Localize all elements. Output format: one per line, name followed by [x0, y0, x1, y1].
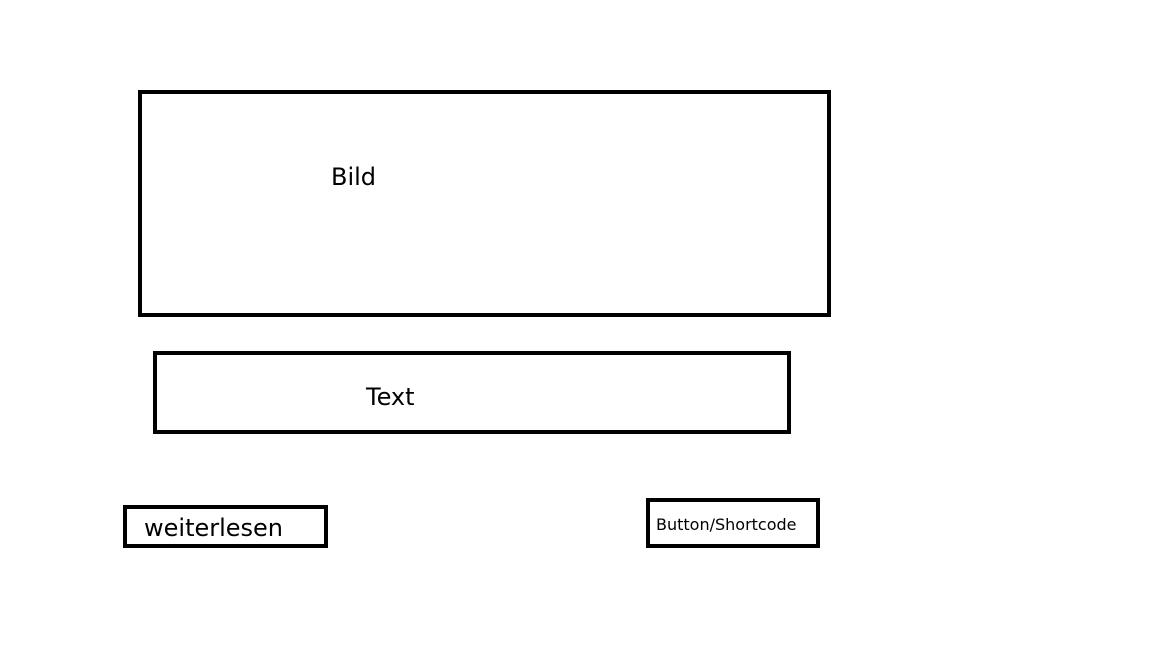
image-placeholder-box: Bild	[138, 90, 831, 317]
text-placeholder-label: Text	[366, 383, 415, 411]
image-placeholder-label: Bild	[331, 163, 377, 191]
read-more-button[interactable]: weiterlesen	[123, 505, 328, 548]
text-placeholder-box: Text	[153, 351, 791, 434]
read-more-label: weiterlesen	[144, 514, 284, 542]
shortcode-button-label: Button/Shortcode	[656, 515, 797, 534]
shortcode-button[interactable]: Button/Shortcode	[646, 498, 820, 548]
